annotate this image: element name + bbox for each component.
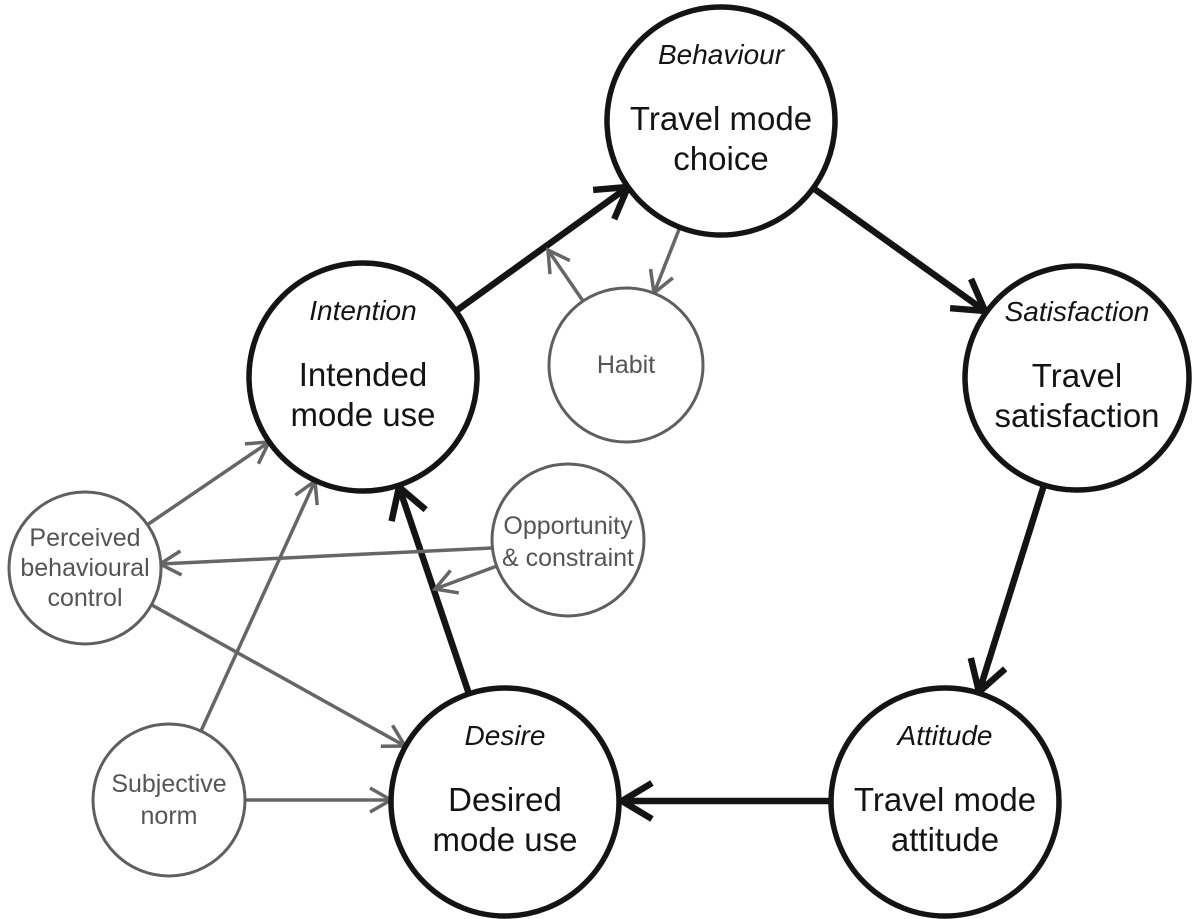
- node-attitude: Attitude Travel mode attitude: [828, 685, 1062, 919]
- node-perceived-behavioural-control: Perceived behavioural control: [7, 490, 163, 646]
- arrow-opportunity-to-desire-intention-link: [431, 564, 498, 595]
- arrow-intention-to-behaviour: [454, 183, 634, 314]
- node-behaviour: Behaviour Travel mode choice: [604, 4, 838, 238]
- opportunity-constraint-label-line2: & constraint: [502, 544, 634, 572]
- arrow-pbc-to-desire: [149, 602, 409, 749]
- satisfaction-category-label: Satisfaction: [1005, 296, 1150, 327]
- subjective-norm-label-line2: norm: [141, 802, 198, 830]
- intention-category-label: Intention: [309, 295, 416, 326]
- attitude-category-label: Attitude: [896, 720, 993, 751]
- opportunity-constraint-label-line1: Opportunity: [503, 512, 633, 540]
- arrow-behaviour-to-habit: [648, 226, 682, 297]
- habit-circle: [547, 286, 705, 444]
- node-subjective-norm: Subjective norm: [91, 722, 247, 878]
- node-intention: Intention Intended mode use: [246, 260, 480, 494]
- nodes: Behaviour Travel mode choice Satisfactio…: [7, 4, 1192, 919]
- perceived-behavioural-control-label-line3: control: [47, 584, 122, 612]
- intention-circle: [246, 260, 480, 494]
- opportunity-constraint-circle: [490, 462, 646, 618]
- satisfaction-name-line1: Travel: [1032, 357, 1122, 394]
- arrow-pbc-to-intention: [146, 440, 272, 527]
- satisfaction-name-line2: satisfaction: [994, 397, 1159, 434]
- node-habit: Habit: [547, 286, 705, 444]
- arrow-subjective-norm-to-intention: [199, 477, 319, 732]
- behaviour-circle: [604, 4, 838, 238]
- behaviour-name-line2: choice: [673, 140, 768, 177]
- behaviour-category-label: Behaviour: [658, 39, 786, 70]
- habit-label: Habit: [597, 351, 655, 379]
- subjective-norm-circle: [91, 722, 247, 878]
- node-opportunity-constraint: Opportunity & constraint: [490, 462, 646, 618]
- arrow-desire-to-intention: [388, 481, 473, 696]
- attitude-circle: [828, 685, 1062, 919]
- arrow-satisfaction-to-attitude: [967, 484, 1048, 699]
- arrow-opportunity-to-pbc: [156, 546, 493, 577]
- desire-circle: [388, 685, 622, 919]
- attitude-name-line2: attitude: [891, 821, 999, 858]
- subjective-norm-label-line1: Subjective: [111, 770, 226, 798]
- arrow-behaviour-to-satisfaction: [811, 185, 991, 315]
- edges: [146, 183, 1048, 822]
- satisfaction-circle: [962, 263, 1192, 493]
- desire-name-line2: mode use: [433, 821, 578, 858]
- arrow-habit-to-intention-behaviour-link: [546, 247, 585, 302]
- perceived-behavioural-control-circle: [7, 490, 163, 646]
- attitude-name-line1: Travel mode: [854, 781, 1036, 818]
- behaviour-name-line1: Travel mode: [630, 100, 812, 137]
- node-desire: Desire Desired mode use: [388, 685, 622, 919]
- perceived-behavioural-control-label-line2: behavioural: [20, 554, 149, 582]
- perceived-behavioural-control-label-line1: Perceived: [29, 524, 140, 552]
- desire-name-line1: Desired: [448, 781, 562, 818]
- node-satisfaction: Satisfaction Travel satisfaction: [962, 263, 1192, 493]
- intention-name-line1: Intended: [299, 356, 427, 393]
- intention-name-line2: mode use: [291, 396, 436, 433]
- desire-category-label: Desire: [465, 720, 546, 751]
